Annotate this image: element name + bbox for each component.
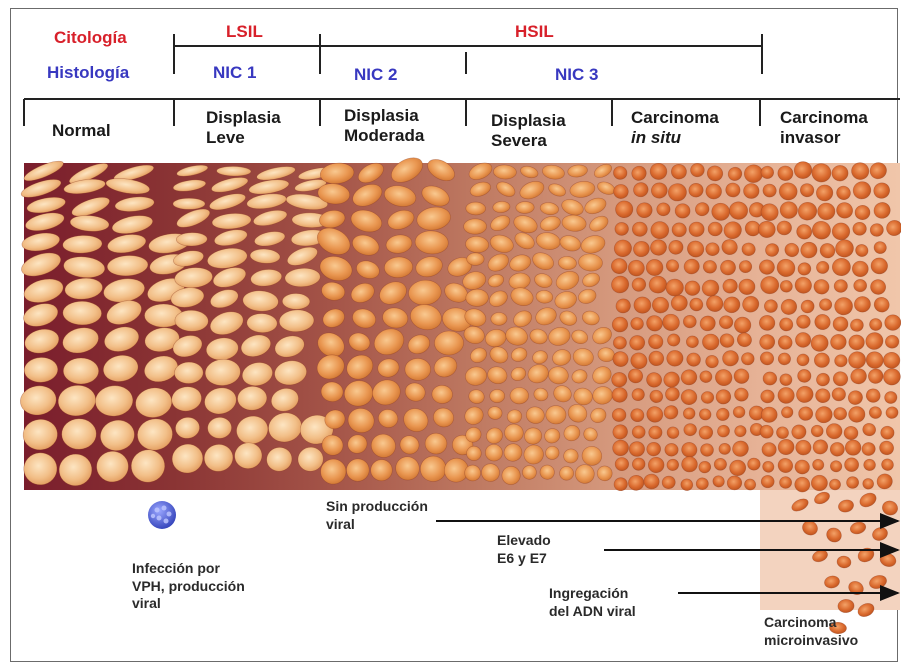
hpv-virus-icon — [148, 501, 176, 529]
cell — [632, 426, 645, 439]
cell — [811, 475, 827, 491]
cell — [173, 198, 205, 209]
stage-moderate-dysplasia: DisplasiaModerada — [344, 106, 424, 145]
cell — [826, 423, 842, 438]
cell — [719, 315, 733, 329]
cell — [834, 354, 847, 367]
stage-normal: Normal — [52, 121, 111, 141]
cell — [733, 406, 745, 418]
cell — [819, 299, 831, 311]
cell — [612, 408, 626, 421]
cell — [491, 312, 507, 325]
cell — [880, 426, 894, 439]
stage-invasive-carcinoma: Carcinomainvasor — [780, 108, 868, 147]
cell — [464, 219, 487, 235]
annotation-viral-dna-integration: Ingregación del ADN viral — [549, 585, 636, 620]
cell — [760, 390, 774, 403]
cell — [489, 389, 504, 403]
stage-mild-dysplasia: DisplasiaLeve — [206, 108, 281, 147]
annotation-elevated-e6-e7: Elevado E6 y E7 — [497, 532, 551, 567]
cell — [560, 466, 574, 480]
cell — [282, 293, 310, 309]
cell — [780, 201, 798, 219]
cell — [63, 301, 102, 325]
cell — [829, 479, 840, 490]
cell — [516, 201, 535, 213]
cell — [629, 442, 644, 457]
cell — [854, 279, 867, 292]
nic3-label: NIC 3 — [555, 65, 598, 85]
cell — [818, 203, 835, 220]
cell — [814, 353, 830, 368]
cell — [666, 279, 684, 296]
cell — [844, 458, 858, 472]
cell — [708, 222, 722, 236]
classification-brackets — [24, 34, 900, 126]
cell — [853, 222, 867, 235]
cell — [675, 204, 690, 219]
annotation-hpv-infection: Infección por VPH, producción viral — [132, 560, 245, 613]
stage-carcinoma-in-situ: Carcinomain situ — [631, 108, 719, 147]
cell — [845, 440, 861, 456]
nic1-label: NIC 1 — [213, 63, 256, 83]
lsil-label: LSIL — [226, 22, 263, 42]
cell — [832, 223, 850, 240]
annotation-no-viral-production: Sin producción viral — [326, 498, 428, 533]
citologia-label: Citología — [54, 28, 127, 48]
cell — [615, 457, 629, 471]
cell — [510, 387, 529, 404]
cell — [796, 315, 810, 329]
cell — [762, 442, 777, 456]
cell — [761, 475, 774, 488]
hsil-label: HSIL — [515, 22, 554, 42]
cell — [63, 358, 98, 384]
cell — [466, 202, 486, 215]
cell — [760, 276, 779, 294]
histologia-label: Histología — [47, 63, 129, 83]
cell — [849, 335, 865, 351]
stage-severe-dysplasia: DisplasiaSevera — [491, 111, 566, 150]
cell — [689, 222, 705, 237]
cell — [883, 352, 900, 368]
cell — [405, 358, 431, 380]
cell — [651, 221, 669, 238]
annotation-microinvasive-carcinoma: Carcinoma microinvasivo — [764, 614, 858, 649]
cell — [613, 336, 626, 349]
cell — [763, 372, 777, 385]
cell — [701, 391, 714, 404]
cell — [467, 253, 485, 266]
nic2-label: NIC 2 — [354, 65, 397, 85]
